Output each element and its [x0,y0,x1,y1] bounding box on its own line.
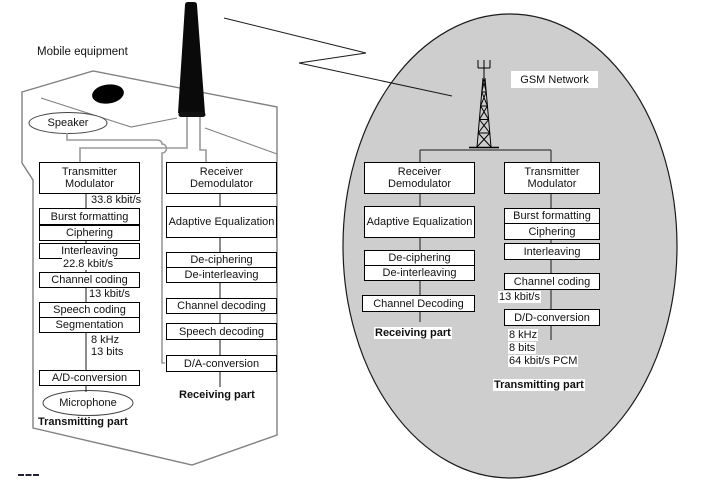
network-tx-rate-8khz: 8 kHz [508,329,539,341]
mobile-tx-box-speech-coding: Speech coding [39,302,140,318]
mobile-tx-box-transmitter-modulator: Transmitter Modulator [39,162,140,194]
network-tx-box-transmitter-modulator: Transmitter Modulator [504,162,600,194]
network-tx-box-channel-coding: Channel coding [504,273,600,290]
network-receiving-part-label: Receiving part [374,327,452,339]
mobile-transmitting-part-label: Transmitting part [37,416,129,428]
mobile-tx-rate-33-8: 33.8 kbit/s [90,194,143,206]
mobile-antenna-icon [178,2,206,117]
speaker-hole-icon [92,84,124,104]
mobile-tx-box-ad-conversion: A/D-conversion [39,370,140,386]
mobile-tx-rate-22-8: 22.8 kbit/s [62,258,115,270]
phone-wires [66,117,207,364]
mobile-equipment-label: Mobile equipment [37,46,128,58]
network-tx-box-ciphering: Ciphering [504,223,600,240]
mobile-receiving-part-label: Receiving part [178,389,256,401]
network-tx-box-burst-formatting: Burst formatting [504,208,600,224]
phone-outline [21,70,278,466]
network-rx-box-receiver-demodulator: Receiver Demodulator [364,162,475,194]
mobile-tx-box-segmentation: Segmentation [39,317,140,333]
mobile-tx-box-burst-formatting: Burst formatting [39,208,140,225]
gsm-network-label: GSM Network [511,71,598,88]
mobile-rx-box-adaptive-equalization: Adaptive Equalization [166,206,277,238]
network-rx-box-de-ciphering: De-ciphering [364,250,475,266]
network-rx-box-de-interleaving: De-interleaving [364,265,475,281]
radio-tower-icon [469,60,499,149]
network-rx-box-channel-decoding: Channel Decoding [362,295,475,312]
microphone-oval [42,390,134,416]
network-tx-rate-64pcm: 64 kbit/s PCM [508,355,579,367]
speaker-label: Speaker [47,117,89,129]
mobile-rx-box-de-ciphering: De-ciphering [166,252,277,268]
mobile-tx-rate-13bits: 13 bits [90,346,125,358]
mobile-rx-box-de-interleaving: De-interleaving [166,267,277,283]
mobile-tx-rate-8khz: 8 kHz [90,334,121,346]
mobile-rx-box-speech-decoding: Speech decoding [166,323,277,340]
network-tx-rate-8bits: 8 bits [508,342,537,354]
speaker-oval [28,112,108,134]
antenna-tx-wire [79,117,188,162]
mobile-tx-box-channel-coding: Channel coding [39,272,140,288]
mobile-rx-box-receiver-demodulator: Receiver Demodulator [166,162,277,194]
network-tx-rate-13: 13 kbit/s [498,291,541,303]
microphone-label: Microphone [59,397,117,409]
zigzag-radio-link-icon [223,17,453,97]
network-tx-box-interleaving: Interleaving [504,243,600,260]
mobile-tx-rate-13: 13 kbit/s [88,288,131,300]
cropped-dashes-icon [18,474,39,476]
mobile-tx-box-ciphering: Ciphering [39,225,140,241]
mobile-tx-box-interleaving: Interleaving [39,243,140,259]
mobile-rx-box-da-conversion: D/A-conversion [166,355,277,372]
network-transmitting-part-label: Transmitting part [493,379,585,391]
network-rx-box-adaptive-equalization: Adaptive Equalization [364,206,475,238]
antenna-rx-wire [199,117,207,162]
speaker-wire [66,133,168,364]
mobile-rx-box-channel-decoding: Channel decoding [166,298,277,314]
network-tx-box-dd-conversion: D/D-conversion [504,309,600,326]
